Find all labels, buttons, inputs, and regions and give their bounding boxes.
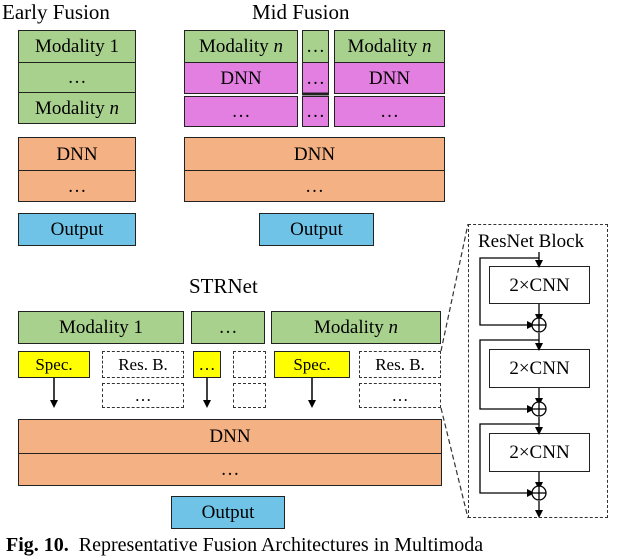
strnet-resb-1: Res. B. bbox=[102, 351, 184, 378]
mid-dnn-right: DNN bbox=[334, 62, 445, 94]
mid-ellipsis-right: … bbox=[334, 96, 445, 127]
early-modality-n-var: n bbox=[109, 97, 119, 119]
mid-dnn-mid-label: … bbox=[306, 67, 325, 89]
adder-3 bbox=[531, 485, 547, 501]
strnet-resb-mid bbox=[233, 351, 266, 378]
mid-fusion-title: Mid Fusion bbox=[252, 0, 350, 24]
strnet-spec-n: Spec. bbox=[274, 351, 350, 378]
mid-output: Output bbox=[259, 213, 374, 246]
strnet-resb-1-label: Res. B. bbox=[118, 355, 168, 374]
strnet-spec-n-label: Spec. bbox=[293, 355, 331, 374]
adder-1 bbox=[531, 317, 547, 333]
resnet-skip-1 bbox=[479, 257, 539, 329]
resnet-cnn-3: 2×CNN bbox=[489, 433, 590, 472]
mid-ellipsis-right-label: … bbox=[380, 101, 399, 122]
zoom-line-top bbox=[440, 223, 469, 352]
mid-modality-right-var: n bbox=[421, 36, 432, 57]
resnet-skip-3 bbox=[479, 423, 539, 497]
mid-ellipsis-left: … bbox=[184, 96, 298, 127]
mid-dnn-mid: … bbox=[302, 62, 329, 94]
strnet-spec-1: Spec. bbox=[18, 351, 90, 378]
early-dnn-label: DNN bbox=[56, 143, 98, 165]
strnet-output-label: Output bbox=[201, 502, 255, 523]
strnet-resb-1-sub: … bbox=[102, 383, 184, 408]
early-output: Output bbox=[18, 213, 136, 246]
mid-modality-left-prefix: Modality bbox=[199, 36, 274, 57]
resnet-cnn-3-label: 2×CNN bbox=[509, 442, 570, 463]
early-modality-n: Modality n bbox=[18, 92, 136, 124]
resnet-cnn-2: 2×CNN bbox=[489, 349, 590, 388]
strnet-dnn-ellipsis: … bbox=[18, 453, 442, 486]
mid-dnn-bottom-label: DNN bbox=[293, 143, 336, 165]
mid-dnn-ellipsis-label: … bbox=[305, 175, 324, 197]
early-dnn: DNN bbox=[18, 137, 136, 171]
resnet-cnn-2-label: 2×CNN bbox=[509, 358, 570, 379]
early-modality-1: Modality 1 bbox=[18, 30, 136, 63]
zoom-line-bottom bbox=[440, 407, 469, 519]
strnet-spec-1-label: Spec. bbox=[35, 355, 73, 374]
strnet-resb-n-sub-label: … bbox=[391, 386, 409, 405]
mid-output-label: Output bbox=[290, 219, 343, 240]
strnet-modality-n-prefix: Modality bbox=[314, 317, 389, 338]
mid-modality-right-prefix: Modality bbox=[347, 36, 422, 57]
resnet-skip-2 bbox=[479, 339, 539, 413]
zoom-lines bbox=[440, 223, 469, 519]
mid-dnn-right-label: DNN bbox=[368, 67, 411, 89]
strnet-modality-ellipsis: … bbox=[191, 311, 265, 344]
mid-ellipsis-mid-label: … bbox=[306, 101, 325, 122]
mid-modality-left-var: n bbox=[273, 36, 283, 57]
caption-label: Fig. 10. bbox=[6, 534, 69, 556]
mid-modality-left: Modality n bbox=[184, 30, 298, 63]
strnet-spec-mid: … bbox=[193, 351, 221, 378]
strnet-resb-n-sub: … bbox=[359, 383, 441, 408]
strnet-modality-ellipsis-label: … bbox=[218, 317, 238, 338]
early-fusion-title: Early Fusion bbox=[2, 0, 110, 24]
mid-dnn-bottom: DNN bbox=[184, 137, 445, 171]
adder-2 bbox=[531, 401, 547, 417]
strnet-resb-n: Res. B. bbox=[359, 351, 441, 378]
resnet-flow bbox=[479, 252, 547, 518]
strnet-dnn-label: DNN bbox=[209, 426, 251, 447]
mid-dnn-ellipsis: … bbox=[184, 170, 445, 202]
figure-caption: Fig. 10. Representative Fusion Architect… bbox=[6, 534, 483, 557]
early-modality-n-prefix: Modality bbox=[35, 97, 110, 119]
strnet-modality-1-label: Modality 1 bbox=[59, 317, 143, 338]
early-dnn-ellipsis: … bbox=[18, 170, 136, 202]
strnet-title: STRNet bbox=[189, 274, 258, 298]
strnet-dnn-ellipsis-label: … bbox=[220, 459, 240, 480]
mid-modality-right: Modality n bbox=[334, 30, 445, 63]
early-modality-1-label: Modality 1 bbox=[35, 36, 119, 57]
early-dnn-ellipsis-label: … bbox=[67, 175, 87, 197]
strnet-modality-n: Modality n bbox=[271, 311, 441, 344]
strnet-output: Output bbox=[171, 496, 285, 529]
mid-ellipsis-left-label: … bbox=[231, 101, 251, 122]
strnet-spec-mid-label: … bbox=[198, 355, 216, 374]
resnet-cnn-1-label: 2×CNN bbox=[509, 274, 570, 296]
mid-modality-ellipsis: … bbox=[302, 30, 329, 63]
mid-dnn-left-label: DNN bbox=[220, 67, 262, 89]
strnet-modality-1: Modality 1 bbox=[18, 311, 184, 344]
mid-ellipsis-mid: … bbox=[302, 96, 329, 127]
strnet-modality-n-var: n bbox=[388, 317, 398, 338]
early-modality-ellipsis-label: … bbox=[67, 67, 87, 88]
resnet-block-title: ResNet Block bbox=[478, 231, 585, 252]
strnet-arrows bbox=[50, 378, 316, 408]
early-output-label: Output bbox=[50, 219, 104, 240]
strnet-resb-mid-sub bbox=[233, 383, 266, 408]
strnet-resb-1-sub-label: … bbox=[134, 386, 152, 405]
mid-dnn-left: DNN bbox=[184, 62, 298, 94]
mid-modality-ellipsis-label: … bbox=[306, 36, 325, 57]
strnet-resb-n-label: Res. B. bbox=[375, 355, 425, 374]
caption-text: Representative Fusion Architectures in M… bbox=[78, 534, 484, 556]
